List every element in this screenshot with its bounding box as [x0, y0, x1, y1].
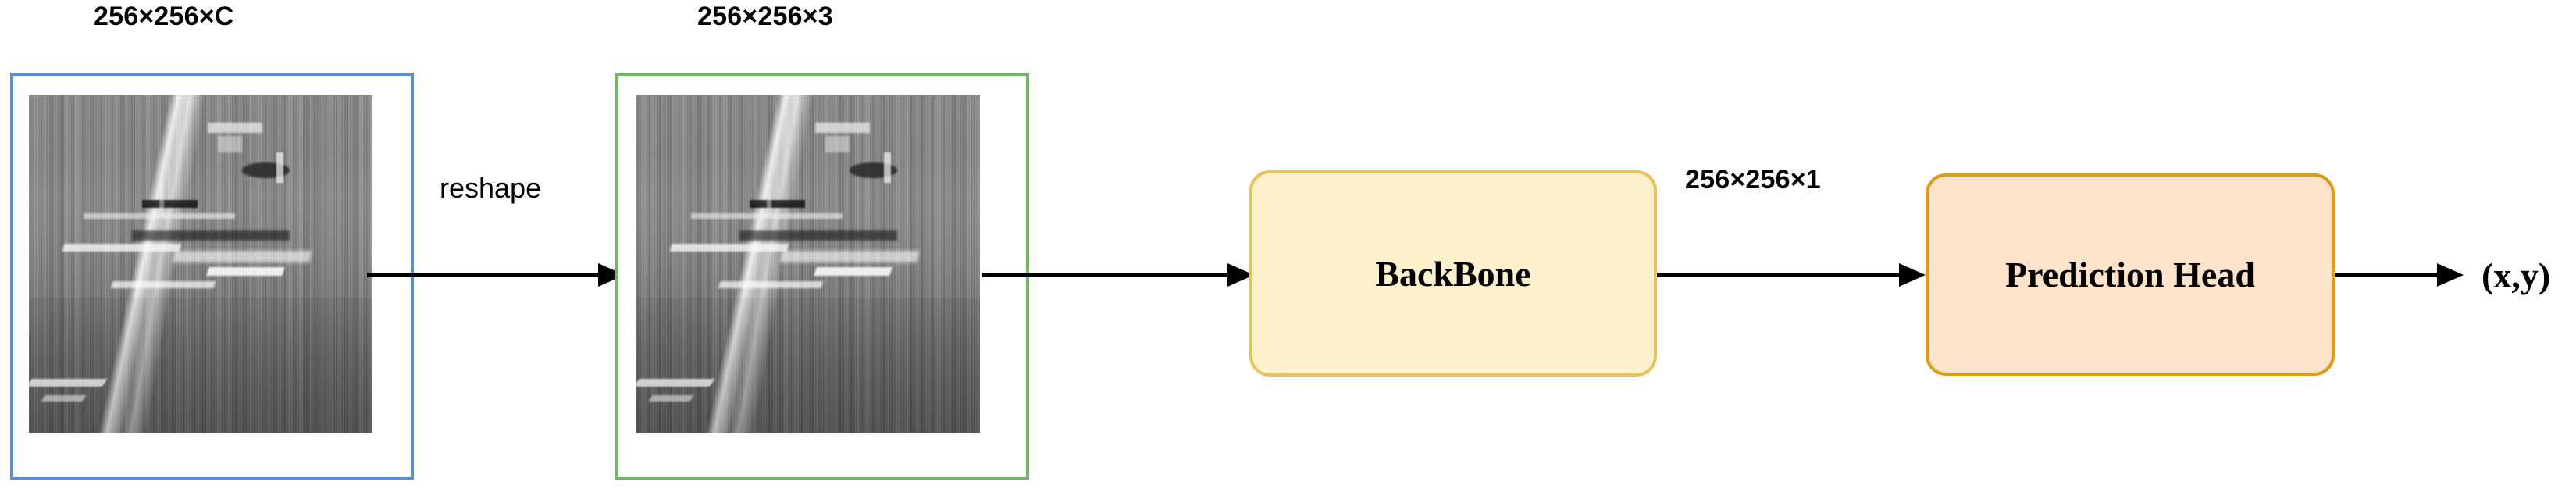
backbone-label: BackBone — [1375, 253, 1531, 294]
thermal-image-texture — [29, 95, 372, 433]
backbone-to-head-edge-label: 256×256×1 — [1685, 165, 1821, 195]
prediction-head-label: Prediction Head — [2005, 255, 2255, 294]
reshaped-tensor-image — [636, 95, 980, 433]
arrow-head-icon — [2437, 263, 2464, 287]
prediction-head-box[interactable]: Prediction Head — [1926, 173, 2335, 376]
reshape-edge-label: reshape — [440, 172, 542, 204]
arrow-shaft — [1657, 273, 1899, 277]
backbone-box[interactable]: BackBone — [1249, 170, 1657, 377]
reshaped-tensor-caption: 256×256×3 — [697, 2, 833, 31]
thermal-image-texture — [636, 95, 980, 433]
arrow-shaft — [982, 273, 1227, 277]
input-tensor-caption: 256×256×C — [94, 2, 234, 31]
reshaped-tensor-panel — [615, 73, 1029, 480]
arrow-shaft — [367, 273, 598, 277]
input-tensor-image — [29, 95, 372, 433]
output-coordinate-label: (x,y) — [2482, 255, 2551, 295]
arrow-head-icon — [1899, 263, 1926, 287]
arrow-shaft — [2335, 273, 2437, 277]
input-tensor-panel — [10, 73, 414, 480]
